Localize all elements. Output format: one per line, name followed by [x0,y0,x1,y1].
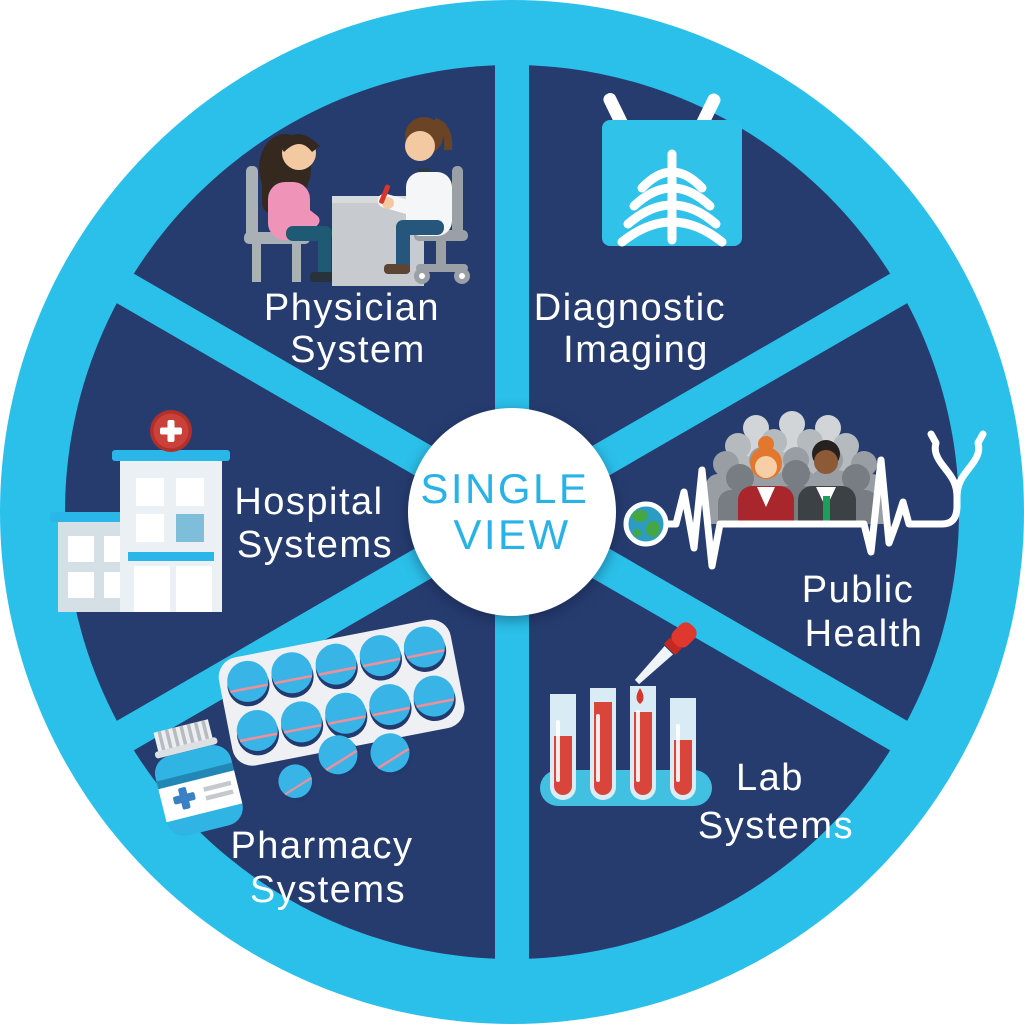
segment-pharmacy-systems: Pharmacy Systems [153,619,465,911]
pill-bottle-icon [153,719,243,836]
segment-label-pharmacy-systems: Pharmacy Systems [230,825,425,911]
segment-diagnostic-imaging: Diagnostic Imaging [534,93,742,371]
heartbeat-line-icon [646,456,961,570]
segment-label-hospital-systems: Hospital Systems [234,481,395,566]
center-hub: SINGLE VIEW [408,408,616,616]
center-title: SINGLE VIEW [420,465,603,558]
segment-label-public-health: Public Health [802,569,927,655]
segment-label-lab-systems: Lab Systems [698,757,854,847]
globe-icon [623,501,669,547]
test-tubes-icon [540,686,712,806]
segment-hospital-systems: Hospital Systems [50,410,395,612]
segment-physician-system: Physician System [244,117,470,371]
xray-film-icon [602,93,742,247]
population-icon [706,411,884,524]
dropper-icon [634,622,697,704]
woman-figure-icon [738,436,794,524]
segment-label-physician-system: Physician System [264,287,452,371]
blister-pack-icon [218,619,465,766]
medical-cross-badge-icon [150,410,192,452]
hospital-building-icon [50,410,230,612]
man-figure-icon [798,440,856,524]
segment-lab-systems: Lab Systems [540,622,854,847]
segment-label-diagnostic-imaging: Diagnostic Imaging [534,287,738,371]
doctor-patient-icon [244,117,470,286]
stethoscope-icon [927,430,987,501]
center-circle [408,408,616,616]
ribcage-icon [617,149,727,247]
segment-public-health: Public Health [623,411,987,655]
